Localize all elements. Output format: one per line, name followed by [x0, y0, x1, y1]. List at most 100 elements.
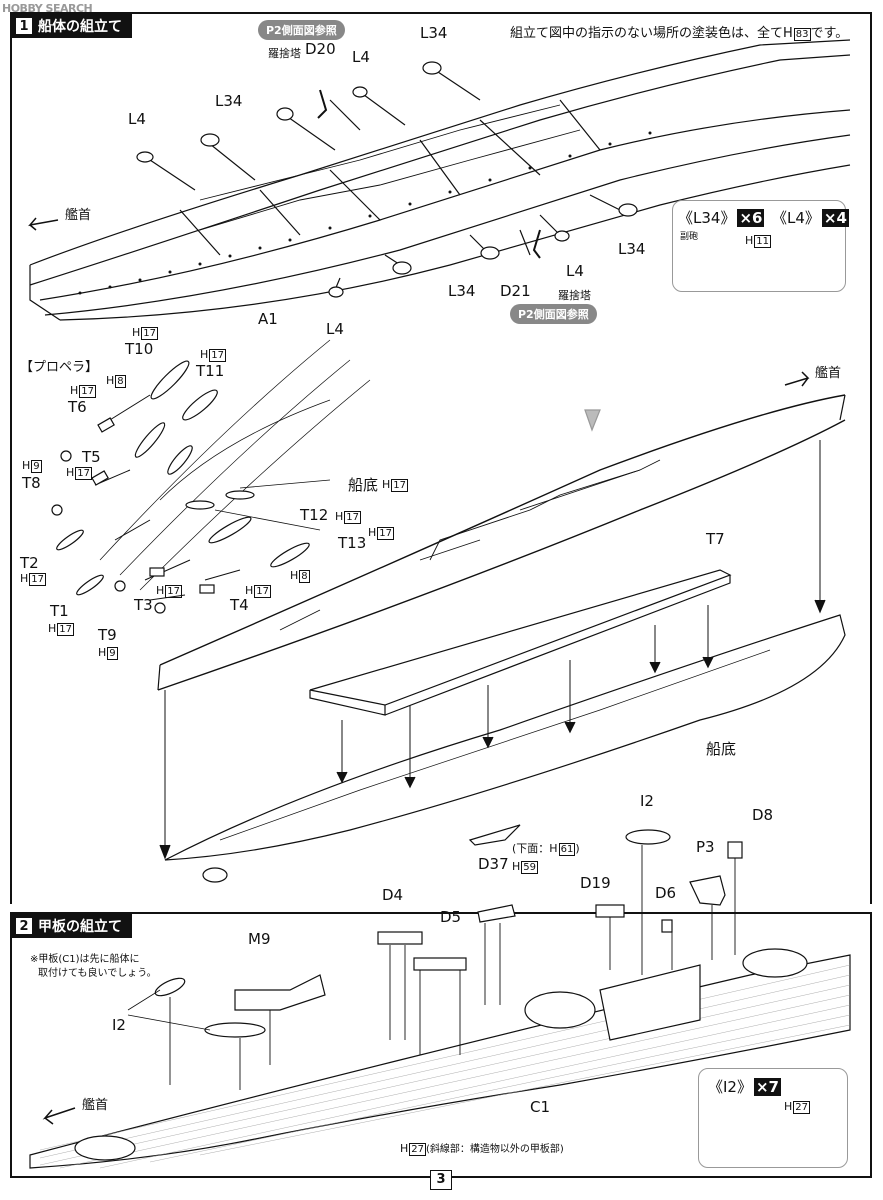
h17-t12-num: 17	[344, 511, 362, 524]
step2-number: 2	[16, 918, 32, 934]
h17-t11-num: 17	[209, 349, 227, 362]
part-d4: D4	[382, 886, 404, 904]
h17-t1-prefix: H	[48, 622, 57, 635]
part-l4-a: L4	[352, 48, 370, 66]
bow-label-3: 艦首	[82, 1098, 109, 1113]
step1-frame	[10, 12, 872, 904]
h17-t5-num: 17	[75, 467, 93, 480]
propeller-heading: 【プロペラ】	[20, 360, 99, 375]
hull-bottom-label-2: 船底	[706, 740, 737, 758]
part-t9: T9	[98, 626, 117, 644]
part-d19: D19	[580, 874, 611, 892]
part-l4-c: L4	[326, 320, 344, 338]
part-t6: T6	[68, 398, 87, 416]
h8-b-prefix: H	[290, 569, 299, 582]
underside-end: )	[575, 842, 580, 855]
part-t3: T3	[134, 596, 153, 614]
h17-t12-prefix: H	[335, 510, 344, 523]
part-m9: M9	[248, 930, 271, 948]
qty-l34: 《L34》×6	[678, 207, 765, 228]
qty-l4-count: ×4	[821, 209, 849, 227]
part-d8: D8	[752, 806, 774, 824]
part-d37: D37	[478, 855, 509, 873]
underside-text: (下面：H	[512, 842, 558, 855]
part-t11: T11	[196, 362, 225, 380]
h8-b-num: 8	[299, 570, 310, 583]
h9-t9-num: 9	[107, 647, 118, 660]
part-i2-top: I2	[640, 792, 654, 810]
page-number: 3	[430, 1170, 452, 1190]
part-l34-b: L34	[215, 92, 243, 110]
sub-gun-label: 副砲	[680, 232, 699, 242]
h17-t3-prefix: H	[156, 584, 165, 597]
part-a1: A1	[258, 310, 278, 328]
d21-sub-label: 羅捨塔	[558, 289, 591, 302]
step1-title: 船体の組立て	[38, 19, 122, 35]
paint-note-end: です。	[810, 26, 849, 41]
watermark: HOBBY SEARCH	[2, 2, 93, 15]
part-l34-c: L34	[448, 282, 476, 300]
h17-t3-num: 17	[165, 585, 183, 598]
h27-boat-num: 27	[793, 1101, 811, 1114]
part-l34-a: L34	[420, 24, 448, 42]
part-i2-left: I2	[112, 1016, 126, 1034]
qty-i2-label: 《I2》	[708, 1078, 752, 1096]
h17-t6-prefix: H	[70, 384, 79, 397]
part-d20: D20	[305, 40, 336, 58]
h17-t10-num: 17	[141, 327, 159, 340]
h61-num: 61	[558, 843, 576, 856]
part-l4-b: L4	[128, 110, 146, 128]
part-t4: T4	[230, 596, 249, 614]
part-l4-d: L4	[566, 262, 584, 280]
h27-prefix: H	[400, 1142, 409, 1155]
qty-i2-count: ×7	[753, 1078, 781, 1096]
paint-note-code: 83	[793, 28, 811, 41]
part-c1: C1	[530, 1098, 551, 1116]
paint-note-text: 組立て図中の指示のない場所の塗装色は、全てH	[510, 26, 793, 41]
qty-l34-label: 《L34》	[678, 209, 736, 227]
h17-t11-prefix: H	[200, 348, 209, 361]
step2-title: 甲板の組立て	[38, 919, 122, 935]
h59-prefix: H	[512, 860, 521, 873]
h17-t6-num: 17	[79, 385, 97, 398]
h17-t4-num: 17	[254, 585, 272, 598]
part-t12: T12	[300, 506, 329, 524]
h17-t13-num: 17	[377, 527, 395, 540]
h8-a-num: 8	[115, 375, 126, 388]
h17-t5-prefix: H	[66, 466, 75, 479]
h9-t9-prefix: H	[98, 646, 107, 659]
part-l34-d: L34	[618, 240, 646, 258]
h11-prefix: H	[745, 234, 754, 247]
step2-note-1: ※甲板(C1)は先に船体に	[30, 954, 140, 965]
h9-t8-num: 9	[31, 460, 42, 473]
part-t13: T13	[338, 534, 367, 552]
ref-pill-bottom: P2側面図参照	[510, 304, 597, 324]
h27-num: 27	[409, 1143, 427, 1156]
bow-label-2: 艦首	[815, 366, 842, 381]
part-d5: D5	[440, 908, 462, 926]
part-d21: D21	[500, 282, 531, 300]
h17-t2-num: 17	[29, 573, 47, 586]
deck-note-text: (斜線部：構造物以外の甲板部)	[426, 1144, 564, 1155]
step1-number: 1	[16, 18, 32, 34]
part-p3: P3	[696, 838, 715, 856]
part-t2: T2	[20, 554, 39, 572]
qty-l4: 《L4》×4	[772, 207, 849, 228]
h17-hb-prefix: H	[382, 478, 391, 491]
part-t1: T1	[50, 602, 69, 620]
part-d6: D6	[655, 884, 677, 902]
h17-t1-num: 17	[57, 623, 75, 636]
